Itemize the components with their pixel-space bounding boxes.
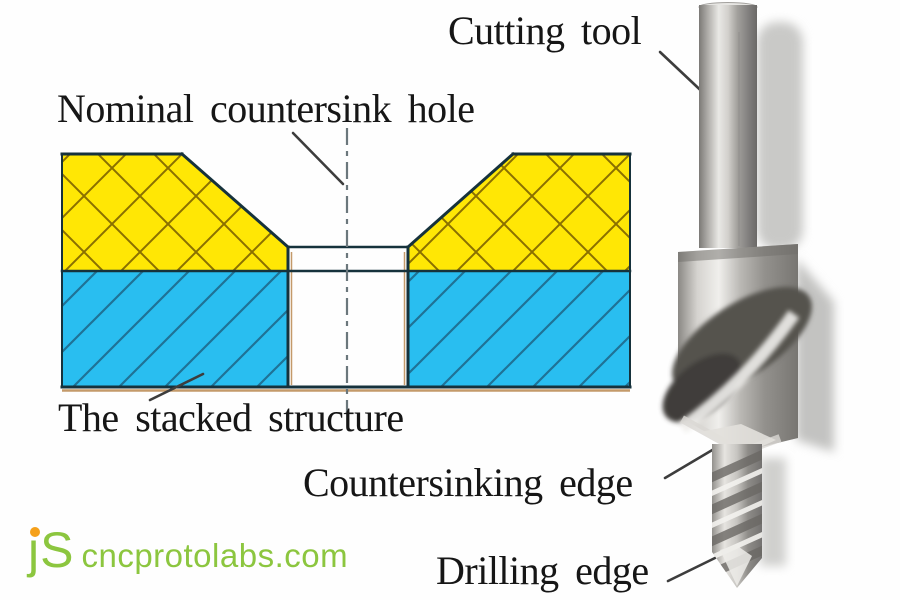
leader-stacked-structure: [148, 372, 205, 402]
body-flute: [662, 286, 812, 423]
stacked-structure-cross-section: [60, 128, 632, 412]
cutting-tool-label: Cutting tool: [448, 8, 642, 53]
bottom-layer-right: [408, 271, 630, 387]
leader-nominal-hole: [291, 131, 345, 186]
shank-shadow: [757, 22, 803, 250]
countersink-taper-left: [179, 151, 291, 250]
drilling-edge-tip: [720, 545, 752, 586]
drilling-edge-label: Drilling edge: [436, 548, 649, 593]
countersinking-edge-label: Countersinking edge: [303, 460, 633, 505]
site-logo: ȷS cncprotolabs.com: [28, 520, 348, 584]
body-shadow: [796, 258, 834, 452]
leader-countersinking-edge: [663, 447, 716, 480]
top-layer-right: [408, 154, 630, 271]
leader-drilling-edge: [666, 556, 717, 583]
drill-shadow: [760, 458, 786, 566]
tool-drill-bit: [712, 444, 762, 588]
stacked-structure-label: The stacked structure: [58, 395, 404, 440]
tool-shank: [698, 2, 758, 248]
diagram-outlines: [60, 151, 632, 389]
countersink-taper-right: [405, 151, 516, 250]
cutting-tool-photo: [662, 2, 834, 588]
nominal-countersink-hole-label: Nominal countersink hole: [57, 86, 475, 131]
logo-domain-text: cncprotolabs.com: [81, 537, 349, 574]
logo-orange-dot-icon: [30, 527, 40, 537]
logo-mark: ȷS: [28, 520, 74, 580]
tool-countersink-body: [662, 244, 812, 457]
top-layer-left: [62, 154, 288, 271]
bottom-layer-left: [62, 271, 288, 387]
